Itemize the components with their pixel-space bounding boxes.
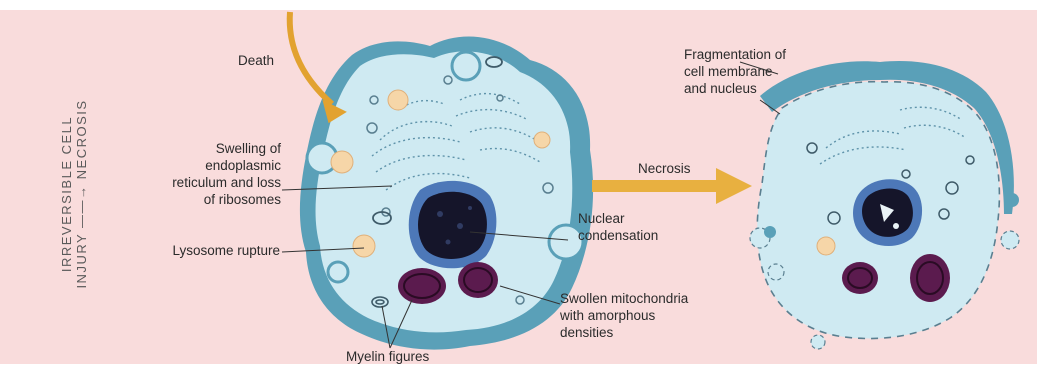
fragmented-nucleus (853, 179, 922, 246)
label-fragmentation: Fragmentation of cell membrane and nucle… (684, 46, 786, 97)
label-myelin-figures: Myelin figures (346, 348, 429, 365)
label-nuclear-condensation: Nuclear condensation (578, 210, 658, 244)
label-death: Death (238, 52, 274, 69)
label-lysosome-rupture: Lysosome rupture (172, 242, 280, 259)
side-label: IRREVERSIBLE CELL INJURY ——→ NECROSIS (59, 99, 89, 288)
label-swollen-mitochondria: Swollen mitochondria with amorphous dens… (560, 290, 688, 341)
membrane-bleb (452, 52, 480, 80)
label-necrosis: Necrosis (638, 160, 691, 177)
nucleus (409, 181, 497, 268)
label-swelling-er: Swelling of endoplasmic reticulum and lo… (172, 140, 281, 208)
side-label-line-2: INJURY ——→ NECROSIS (74, 99, 89, 288)
membrane-bleb (328, 262, 348, 282)
side-label-line-1: IRREVERSIBLE CELL (59, 99, 74, 288)
injured-cell (300, 37, 593, 350)
